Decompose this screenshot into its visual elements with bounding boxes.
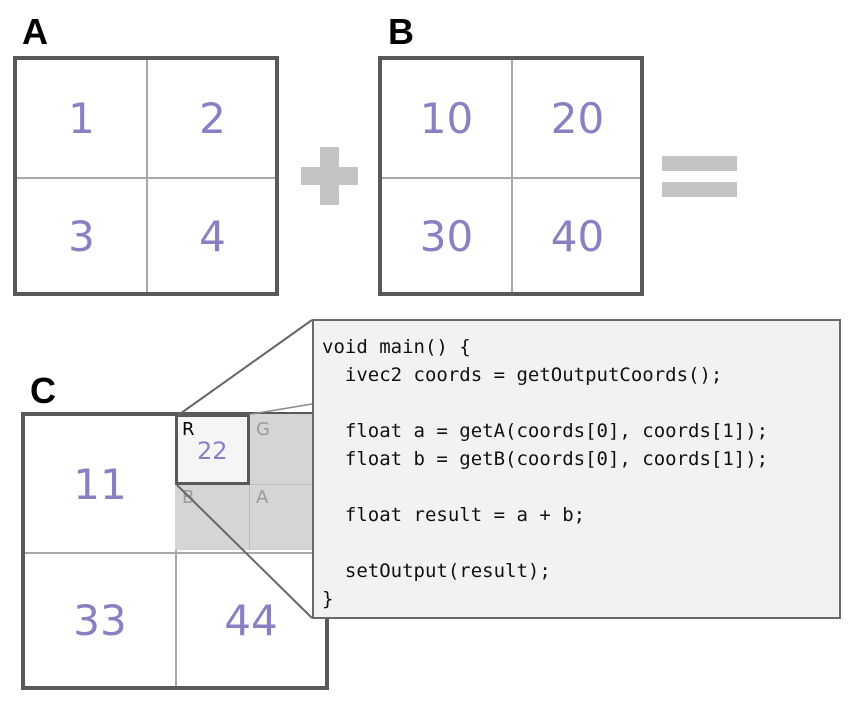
channel-label-r: R: [182, 419, 195, 440]
matrix-a-cell: 3: [68, 212, 95, 261]
grid-line: [511, 60, 513, 292]
zoom-line: [176, 319, 313, 417]
matrix-b-label: B: [388, 11, 414, 52]
matrix-b-cell: 20: [550, 94, 605, 143]
grid-line: [146, 60, 148, 292]
shader-code-box: void main() { ivec2 coords = getOutputCo…: [312, 319, 841, 619]
matrix-a-cell: 1: [68, 94, 95, 143]
matrix-b-cell: 10: [419, 94, 474, 143]
matrix-a-cell: 2: [199, 94, 226, 143]
matrix-a: 1 2 3 4: [13, 56, 279, 296]
matrix-a-label: A: [22, 11, 48, 52]
plus-bar: [320, 147, 339, 205]
channel-label-b: B: [182, 487, 195, 508]
matrix-c-cell: 11: [73, 459, 127, 509]
matrix-c-label: C: [30, 370, 56, 411]
grid-line: [382, 177, 640, 179]
equals-bar: [662, 182, 737, 197]
matrix-c-cell: 22: [197, 437, 228, 465]
matrix-b-cell: 30: [419, 212, 474, 261]
grid-line: [17, 177, 275, 179]
matrix-c-cell: 44: [224, 595, 278, 645]
shader-code: void main() { ivec2 coords = getOutputCo…: [322, 336, 769, 610]
equals-bar: [662, 156, 737, 171]
channel-label-a: A: [256, 487, 269, 508]
matrix-a-cell: 4: [199, 212, 226, 261]
matrix-c-cell: 33: [73, 595, 127, 645]
channel-label-g: G: [256, 419, 270, 440]
matrix-b: 10 20 30 40: [378, 56, 644, 296]
grid-line: [175, 416, 177, 686]
grid-line: [25, 552, 325, 554]
matrix-b-cell: 40: [550, 212, 605, 261]
